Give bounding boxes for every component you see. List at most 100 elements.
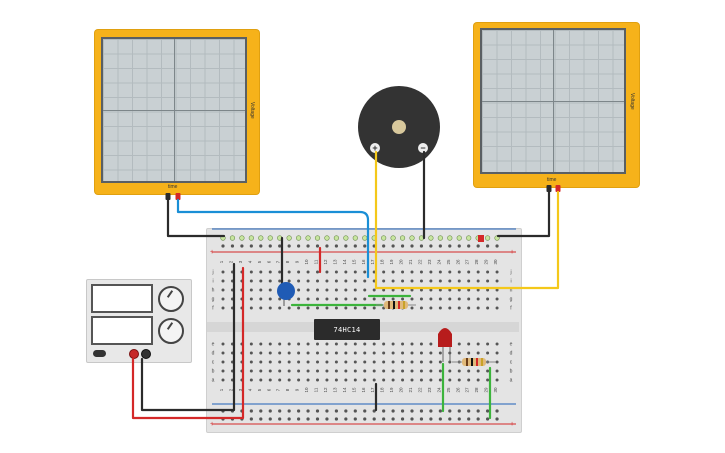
breadboard-hole <box>353 279 357 283</box>
breadboard-hole <box>316 342 319 346</box>
rail-hole <box>240 244 244 248</box>
rail-hole <box>363 244 367 248</box>
rail-hole <box>495 244 499 248</box>
buzzer-plus-terminal[interactable]: + <box>370 143 380 153</box>
breadboard-hole <box>334 270 338 274</box>
voltage-knob[interactable] <box>158 286 184 312</box>
column-number: 20 <box>399 259 404 265</box>
rail-hole <box>448 409 452 413</box>
column-number: 7 <box>276 388 281 391</box>
rail-hole <box>410 244 414 248</box>
breadboard-hole <box>391 288 395 292</box>
breadboard-hole <box>316 297 319 301</box>
positive-jack[interactable] <box>129 349 139 359</box>
breadboard-hole <box>438 297 442 301</box>
column-number: 7 <box>276 260 281 263</box>
breadboard-hole <box>467 378 471 382</box>
rail-hole <box>486 409 490 413</box>
rail-hole <box>466 235 472 241</box>
column-number: 18 <box>380 259 385 265</box>
breadboard-hole <box>401 279 405 283</box>
breadboard-hole <box>306 369 310 373</box>
negative-jack[interactable] <box>141 349 151 359</box>
piezo-buzzer[interactable]: + − <box>358 86 440 168</box>
breadboard-hole <box>438 369 442 373</box>
row-letter: b <box>510 369 513 375</box>
breadboard-hole <box>382 270 386 274</box>
breadboard-hole <box>495 369 499 373</box>
rail-hole <box>268 244 272 248</box>
breadboard-hole <box>438 279 442 283</box>
rail-hole <box>362 235 368 241</box>
row-letter: g <box>510 297 513 303</box>
row-letter: i <box>212 279 213 285</box>
ic-74hc14[interactable]: 74HC14 <box>314 319 380 340</box>
rail-hole <box>315 244 320 248</box>
resistor-band <box>476 358 478 366</box>
breadboard-hole <box>249 288 253 292</box>
breadboard-hole <box>344 279 348 283</box>
breadboard-hole <box>259 360 263 364</box>
rail-hole <box>287 417 291 421</box>
breadboard-hole <box>287 369 291 373</box>
oscilloscope-left-screen <box>101 37 247 183</box>
breadboard-hole <box>316 270 319 274</box>
rail-hole <box>278 417 282 421</box>
breadboard-hole <box>429 360 433 364</box>
rail-hole <box>390 235 396 241</box>
breadboard-hole <box>316 360 319 364</box>
breadboard-hole <box>363 360 367 364</box>
oscilloscope-left[interactable]: time Voltage <box>95 30 259 194</box>
rail-hole <box>438 417 442 421</box>
breadboard-hole <box>334 378 338 382</box>
dc-power-supply[interactable] <box>86 279 192 363</box>
breadboard-hole <box>325 270 329 274</box>
breadboard-hole <box>410 378 414 382</box>
column-number: 13 <box>332 259 337 265</box>
power-switch[interactable] <box>93 350 106 357</box>
breadboard-hole <box>448 288 452 292</box>
breadboard-hole <box>448 279 452 283</box>
breadboard-hole <box>344 306 348 310</box>
breadboard-hole <box>344 297 348 301</box>
rail-hole <box>419 409 424 413</box>
rail-hole <box>448 417 452 421</box>
column-number: 2 <box>228 260 233 263</box>
breadboard-hole <box>410 306 414 310</box>
row-letter: d <box>212 351 215 357</box>
rail-hole <box>344 417 348 421</box>
breadboard-hole <box>429 369 433 373</box>
rail-hole <box>334 409 338 413</box>
breadboard-hole <box>268 297 272 301</box>
breadboard-hole <box>221 297 225 301</box>
breadboard-hole <box>486 297 490 301</box>
breadboard-hole <box>249 306 253 310</box>
breadboard-hole <box>287 360 291 364</box>
breadboard-hole <box>334 369 338 373</box>
breadboard-hole <box>401 342 405 346</box>
breadboard-hole <box>486 270 490 274</box>
rail-hole <box>343 235 349 241</box>
rail-hole <box>259 417 263 421</box>
breadboard-hole <box>268 306 272 310</box>
breadboard-hole <box>486 342 490 346</box>
breadboard-hole <box>306 270 310 274</box>
red-led <box>438 328 452 347</box>
breadboard-hole <box>391 297 395 301</box>
breadboard-hole <box>401 351 405 355</box>
breadboard-hole <box>334 351 338 355</box>
column-number: 9 <box>295 388 300 391</box>
buzzer-minus-terminal[interactable]: − <box>418 143 428 153</box>
breadboard-hole <box>410 270 414 274</box>
rail-hole <box>324 235 330 241</box>
breadboard-hole <box>344 369 348 373</box>
breadboard-hole <box>382 369 386 373</box>
row-letter: e <box>212 342 215 348</box>
rail-hole <box>381 235 387 241</box>
breadboard-hole <box>278 279 282 283</box>
breadboard-hole <box>438 360 442 364</box>
current-knob[interactable] <box>158 318 184 344</box>
oscilloscope-right[interactable]: time Voltage <box>474 23 639 187</box>
rail-hole <box>230 244 235 248</box>
breadboard-hole <box>287 351 291 355</box>
